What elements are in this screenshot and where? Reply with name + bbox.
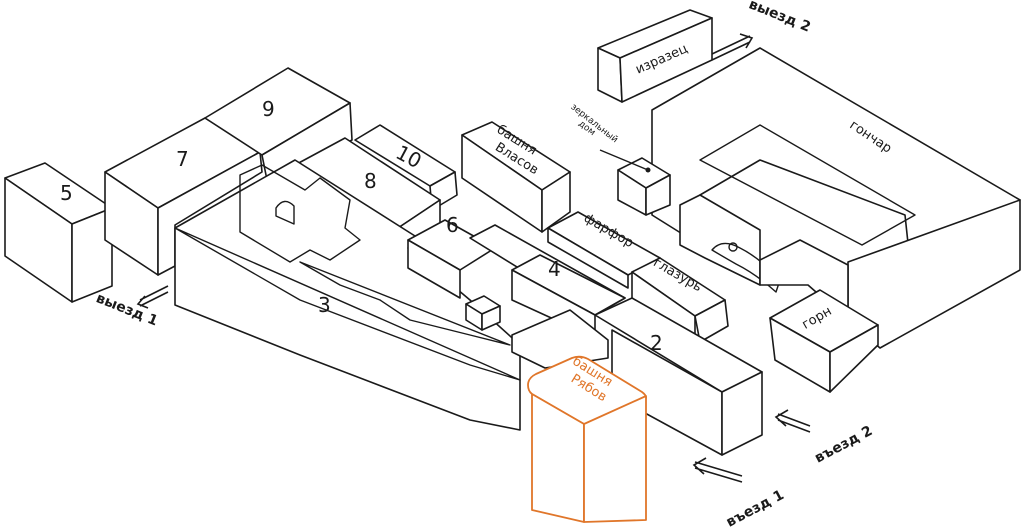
building-gorn[interactable]: горн bbox=[769, 289, 879, 393]
building-5-number: 5 bbox=[60, 181, 73, 205]
building-9-number: 9 bbox=[262, 97, 275, 121]
building-3-number: 3 bbox=[318, 293, 331, 317]
exit-1-arrow-icon bbox=[136, 285, 169, 309]
entry-2-arrow-icon bbox=[774, 409, 811, 433]
courtyard-cube bbox=[465, 295, 501, 331]
mirror-house-label-1: зеркальный bbox=[569, 102, 620, 145]
building-2[interactable]: 2 bbox=[594, 297, 763, 456]
exit-2-label: выезд 2 bbox=[746, 0, 812, 36]
entry-1-label: въезд 1 bbox=[724, 487, 787, 527]
entry-1-marker[interactable]: въезд 1 bbox=[692, 457, 787, 527]
building-7-number: 7 bbox=[176, 147, 189, 171]
tower-ryabov[interactable]: башня Рябов bbox=[527, 354, 647, 523]
building-9[interactable]: 9 bbox=[204, 67, 353, 186]
building-4-number: 4 bbox=[548, 257, 561, 281]
building-8-number: 8 bbox=[364, 169, 377, 193]
building-5[interactable]: 5 bbox=[4, 162, 113, 303]
building-izrazets[interactable]: изразец bbox=[597, 9, 713, 103]
building-2-number: 2 bbox=[650, 331, 663, 355]
entry-1-arrow-icon bbox=[692, 457, 743, 483]
building-3[interactable]: 3 bbox=[174, 159, 521, 431]
building-gonchar[interactable]: гончар bbox=[651, 47, 1021, 349]
building-6-number: 6 bbox=[446, 213, 459, 237]
building-4[interactable]: 4 bbox=[469, 224, 626, 369]
exit-1-label: выезд 1 bbox=[94, 290, 160, 329]
building-6[interactable]: 6 bbox=[407, 213, 496, 299]
building-10[interactable]: 10 bbox=[354, 124, 458, 211]
entry-2-marker[interactable]: въезд 2 bbox=[774, 409, 875, 467]
entry-2-label: въезд 2 bbox=[812, 423, 875, 467]
tower-vlasov[interactable]: башня Власов bbox=[461, 121, 571, 233]
exit-1-marker[interactable]: выезд 1 bbox=[94, 285, 169, 329]
exit-2-arrow-icon bbox=[711, 33, 754, 61]
building-glazur[interactable]: глазурь bbox=[631, 255, 729, 343]
